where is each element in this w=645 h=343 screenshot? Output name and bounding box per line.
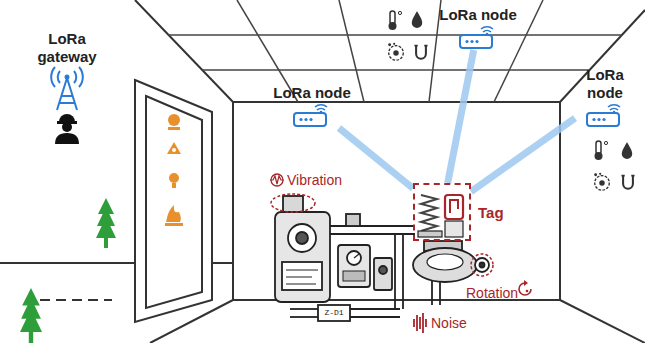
node-label: LoRa gateway (22, 30, 112, 66)
lora-node: LoRa node (262, 84, 362, 128)
beam-line (339, 128, 413, 188)
worker-icon-graphic (51, 112, 83, 144)
node-label: LoRa node (273, 84, 351, 102)
beam-line (471, 118, 575, 191)
router-icon-graphic (583, 102, 627, 128)
part-code: Z-D1 (324, 308, 343, 318)
router-icon-graphic (290, 102, 334, 128)
lora-node: LoRa node (575, 66, 635, 128)
node-label: LoRa node (575, 66, 635, 102)
router-icon (456, 24, 500, 50)
radio-beam (339, 128, 413, 188)
radio-beam (448, 50, 474, 183)
vibration-label: Vibration (287, 172, 342, 188)
tag-label: Tag (478, 204, 504, 221)
antenna-icon (45, 66, 89, 112)
gateway-node: LoRa gateway (22, 30, 112, 144)
rotation-label: Rotation (466, 285, 518, 301)
lora-node: LoRa node (428, 6, 528, 50)
router-icon-graphic (456, 24, 500, 50)
beam-line (448, 50, 474, 183)
antenna-icon-graphic (45, 66, 89, 112)
router-icon (583, 102, 627, 128)
node-label: LoRa node (439, 6, 517, 24)
tag-box: Tag (413, 183, 471, 241)
router-icon (290, 102, 334, 128)
tag-device-graphic (415, 185, 469, 239)
radio-beam (471, 118, 575, 191)
tag-device (415, 185, 469, 239)
worker-icon (51, 112, 83, 144)
noise-label: Noise (431, 315, 467, 331)
